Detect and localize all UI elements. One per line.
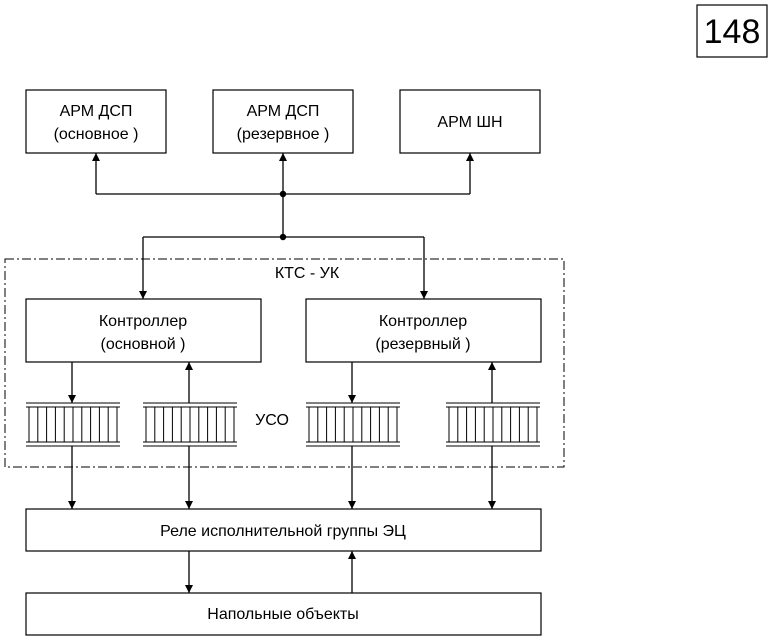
page-number-badge: 148 <box>696 4 768 58</box>
relay-group-box: Реле исполнительной группы ЭЦ <box>25 508 542 552</box>
relay-group-label: Реле исполнительной группы ЭЦ <box>160 523 406 540</box>
arm-dsp-main-title: АРМ ДСП <box>60 103 133 120</box>
controller-reserve-title: Контроллер <box>379 313 467 330</box>
uso-module <box>26 402 120 447</box>
uso-module <box>446 402 540 447</box>
floor-objects-box: Напольные объекты <box>25 592 542 636</box>
kts-uk-enclosure: КТС - УК <box>4 258 565 468</box>
arm-shn-label: АРМ ШН <box>437 114 502 131</box>
arm-dsp-reserve-box: АРМ ДСП (резервное ) <box>212 89 354 154</box>
workstation-bus <box>92 153 474 299</box>
controller-reserve-box: Контроллер (резервный ) <box>305 298 542 363</box>
arm-dsp-main-subtitle: (основное ) <box>54 126 139 143</box>
page-number: 148 <box>704 13 761 51</box>
controller-uso-links <box>68 362 496 403</box>
uso-module <box>143 402 237 447</box>
arm-shn-box: АРМ ШН <box>399 89 541 154</box>
controller-main-box: Контроллер (основной ) <box>25 298 262 363</box>
uso-relay-links <box>68 446 496 509</box>
controller-main-title: Контроллер <box>99 313 187 330</box>
uso-label: УСО <box>255 412 289 429</box>
relay-floor-links <box>185 551 356 593</box>
arm-dsp-reserve-title: АРМ ДСП <box>247 103 320 120</box>
floor-objects-label: Напольные объекты <box>207 606 358 623</box>
kts-uk-label: КТС - УК <box>275 265 340 282</box>
uso-module <box>306 402 400 447</box>
controller-main-subtitle: (основной ) <box>101 336 186 353</box>
arm-dsp-main-box: АРМ ДСП (основное ) <box>25 89 167 154</box>
arm-dsp-reserve-subtitle: (резервное ) <box>237 126 330 143</box>
controller-reserve-subtitle: (резервный ) <box>375 336 470 353</box>
